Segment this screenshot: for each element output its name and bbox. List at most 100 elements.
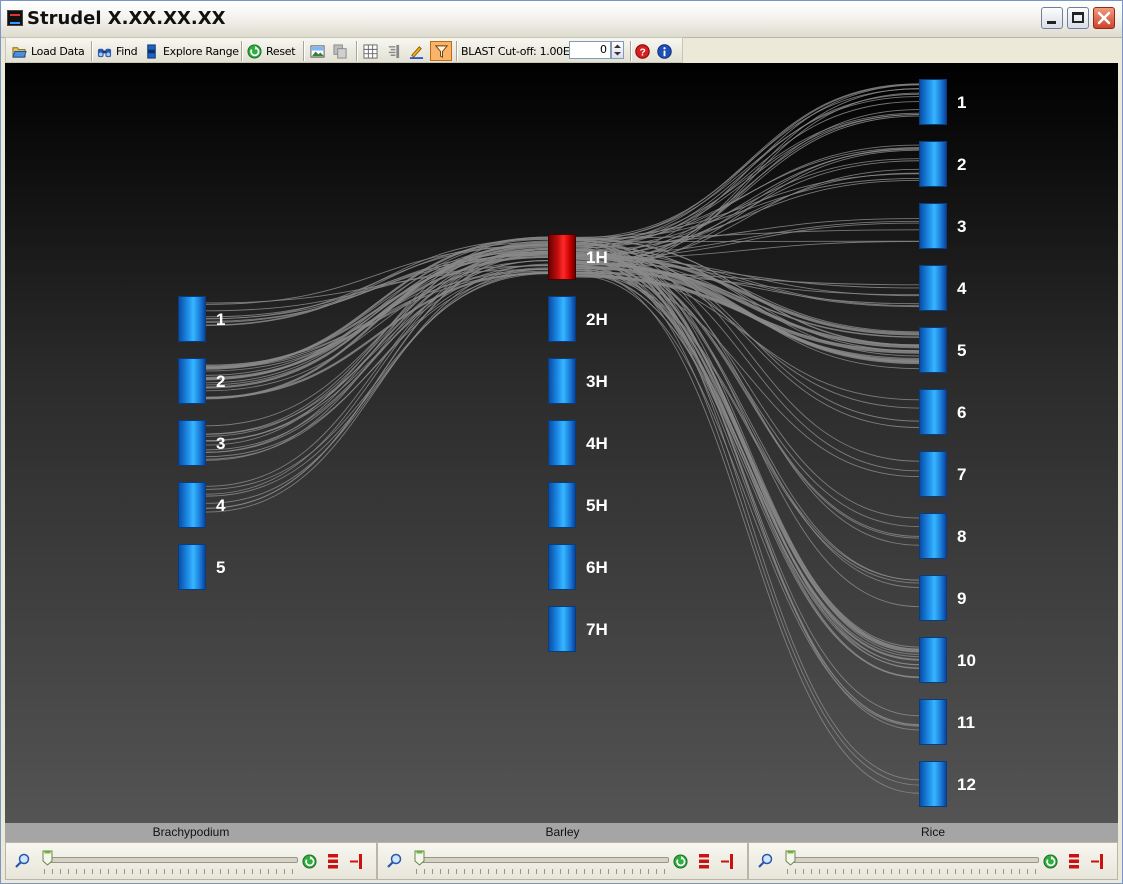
homology-link — [575, 93, 920, 247]
close-button[interactable] — [1093, 7, 1115, 29]
reset-icon[interactable] — [1043, 854, 1058, 869]
reset-button[interactable]: Reset — [247, 41, 296, 61]
zoom-slider-thumb[interactable] — [785, 850, 796, 866]
homology-link — [575, 270, 920, 581]
chromosome-rice-12[interactable] — [919, 761, 947, 807]
filter-button[interactable] — [430, 41, 452, 61]
reset-icon[interactable] — [302, 854, 317, 869]
homology-link — [575, 168, 920, 267]
zoom-slider-track[interactable] — [44, 857, 298, 863]
zoom-slider-thumb[interactable] — [42, 850, 53, 866]
explore-range-label: Explore Range — [163, 44, 239, 58]
chromosome-barley-3h[interactable] — [548, 358, 576, 404]
marker-icon[interactable] — [349, 854, 363, 869]
grid-icon — [363, 43, 378, 59]
image-icon — [310, 44, 325, 58]
chromosome-rice-9[interactable] — [919, 575, 947, 621]
chromosome-rice-8[interactable] — [919, 513, 947, 559]
homology-link — [575, 178, 920, 241]
chromosome-label: 5 — [957, 341, 967, 360]
maximize-button[interactable] — [1067, 7, 1089, 29]
marker-icon[interactable] — [1090, 854, 1104, 869]
chromosome-barley-5h[interactable] — [548, 482, 576, 528]
chromosome-barley-4h[interactable] — [548, 420, 576, 466]
chromosome-barley-7h[interactable] — [548, 606, 576, 652]
grid-view-button[interactable] — [363, 41, 378, 61]
genome-name: Rice — [748, 823, 1118, 842]
homology-link — [205, 249, 549, 437]
homology-link — [575, 263, 920, 289]
help-button[interactable]: ? — [635, 41, 650, 61]
zoom-slider-track[interactable] — [416, 857, 669, 863]
binoculars-icon — [97, 48, 112, 57]
chromosome-brachypodium-3[interactable] — [178, 420, 206, 466]
highlight-button[interactable] — [409, 41, 424, 61]
chromosome-rice-10[interactable] — [919, 637, 947, 683]
spinner-arrows-icon — [614, 44, 621, 56]
chromosome-brachypodium-2[interactable] — [178, 358, 206, 404]
stacked-bars-icon[interactable] — [698, 854, 710, 869]
about-button[interactable] — [657, 41, 672, 61]
find-button[interactable]: Find — [97, 41, 138, 61]
homology-link — [575, 271, 920, 359]
align-button[interactable] — [386, 41, 401, 61]
homology-link — [575, 147, 920, 241]
genome-name: Barley — [377, 823, 748, 842]
chromosome-rice-7[interactable] — [919, 451, 947, 497]
export-image-button[interactable] — [310, 41, 325, 61]
blast-cutoff-label: BLAST Cut-off: 1.00E — [461, 44, 570, 58]
homology-link — [575, 238, 920, 546]
chromosome-brachypodium-1[interactable] — [178, 296, 206, 342]
load-data-button[interactable]: Load Data — [12, 41, 85, 61]
chromosome-rice-2[interactable] — [919, 141, 947, 187]
chromosome-label: 6H — [586, 558, 608, 577]
folder-open-icon — [12, 46, 27, 58]
homology-link — [205, 240, 549, 453]
chromosome-rice-11[interactable] — [919, 699, 947, 745]
window-title: Strudel X.XX.XX.XX — [27, 8, 226, 29]
genome-panel-brachypodium: Brachypodium — [5, 823, 377, 881]
homology-link — [205, 268, 549, 504]
genome-panel-rice: Rice — [748, 823, 1118, 881]
chromosome-brachypodium-5[interactable] — [178, 544, 206, 590]
homology-link — [205, 271, 549, 497]
chromosome-label: 1 — [216, 310, 226, 329]
chromosome-rice-3[interactable] — [919, 203, 947, 249]
chromosome-rice-6[interactable] — [919, 389, 947, 435]
chromosome-barley-2h[interactable] — [548, 296, 576, 342]
homology-link — [205, 249, 549, 487]
homology-link — [575, 114, 920, 247]
homology-link — [205, 268, 549, 304]
stacked-bars-icon[interactable] — [327, 854, 339, 869]
genome-name: Brachypodium — [5, 823, 377, 842]
zoom-slider-ticks — [416, 869, 667, 874]
homology-link — [575, 250, 920, 472]
app-icon — [7, 10, 23, 26]
blast-cutoff-spinner[interactable] — [611, 41, 624, 59]
homology-link — [205, 236, 549, 370]
zoom-slider-thumb[interactable] — [414, 850, 425, 866]
chromosome-label: 4 — [216, 496, 226, 515]
chromosome-rice-1[interactable] — [919, 79, 947, 125]
chromosome-barley-1h[interactable] — [548, 234, 576, 280]
chromosome-barley-6h[interactable] — [548, 544, 576, 590]
minimize-button[interactable] — [1041, 7, 1063, 29]
explore-range-button[interactable]: Explore Range — [144, 41, 239, 61]
zoom-slider-track[interactable] — [787, 857, 1039, 863]
reset-icon[interactable] — [673, 854, 688, 869]
homology-link — [575, 249, 920, 648]
marker-icon[interactable] — [720, 854, 734, 869]
copy-image-button[interactable] — [333, 41, 348, 61]
homology-link — [575, 247, 920, 655]
chromosome-label: 11 — [957, 713, 975, 732]
title-bar[interactable]: Strudel X.XX.XX.XX — [1, 1, 1122, 38]
chromosome-brachypodium-4[interactable] — [178, 482, 206, 528]
stacked-bars-icon[interactable] — [1068, 854, 1080, 869]
chromosome-rice-5[interactable] — [919, 327, 947, 373]
chromosome-label: 7H — [586, 620, 608, 639]
blast-cutoff-input[interactable]: 0 — [569, 41, 611, 59]
chromosome-rice-4[interactable] — [919, 265, 947, 311]
chromosome-label: 1 — [957, 93, 967, 112]
